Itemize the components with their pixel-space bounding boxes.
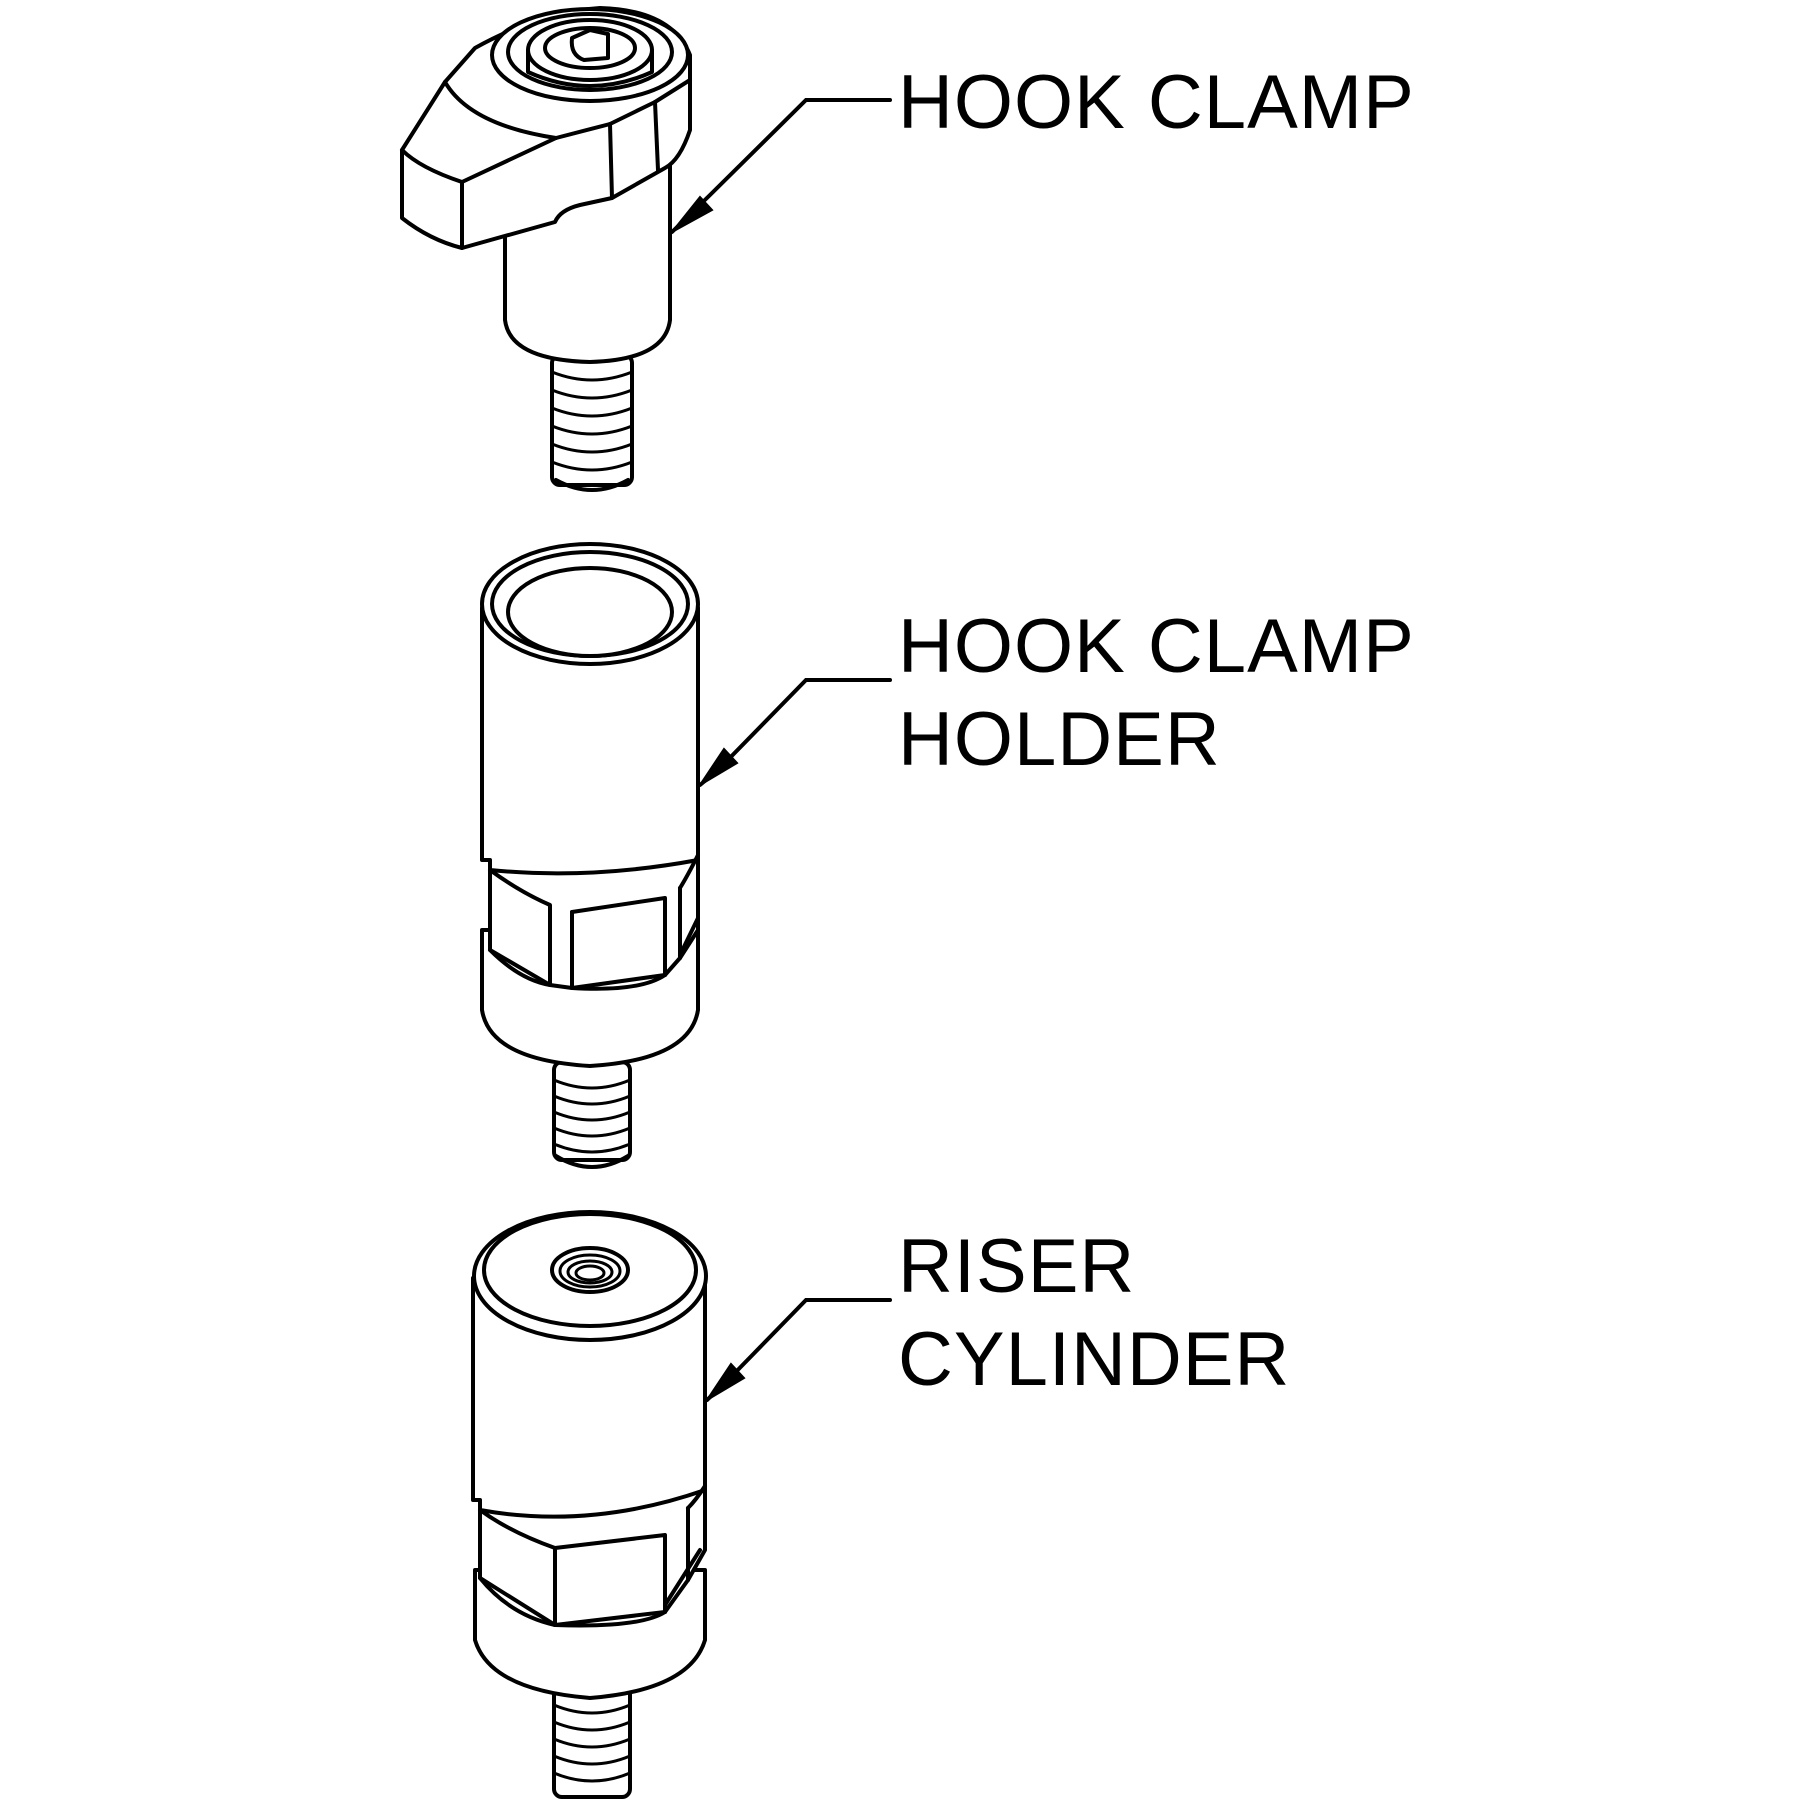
- leader-hook-clamp-holder: [698, 678, 892, 787]
- hook-clamp-body: [503, 148, 672, 364]
- leader-riser-cylinder: [705, 1298, 892, 1402]
- holder-thread: [552, 1060, 632, 1169]
- riser-cylinder-part: [471, 1210, 708, 1799]
- hook-clamp-thread: [550, 353, 634, 492]
- label-hook-clamp: HOOK CLAMP: [898, 60, 1415, 145]
- leader-hook-clamp: [670, 98, 892, 234]
- label-riser-cylinder-line2: CYLINDER: [898, 1317, 1290, 1402]
- label-riser-cylinder-line1: RISER: [898, 1224, 1135, 1309]
- riser-thread: [552, 1683, 632, 1799]
- label-hook-clamp-holder-line1: HOOK CLAMP: [898, 604, 1415, 689]
- label-hook-clamp-holder-line2: HOLDER: [898, 697, 1221, 782]
- hook-clamp-part: [400, 6, 692, 492]
- hook-clamp-holder-part: [480, 542, 700, 1169]
